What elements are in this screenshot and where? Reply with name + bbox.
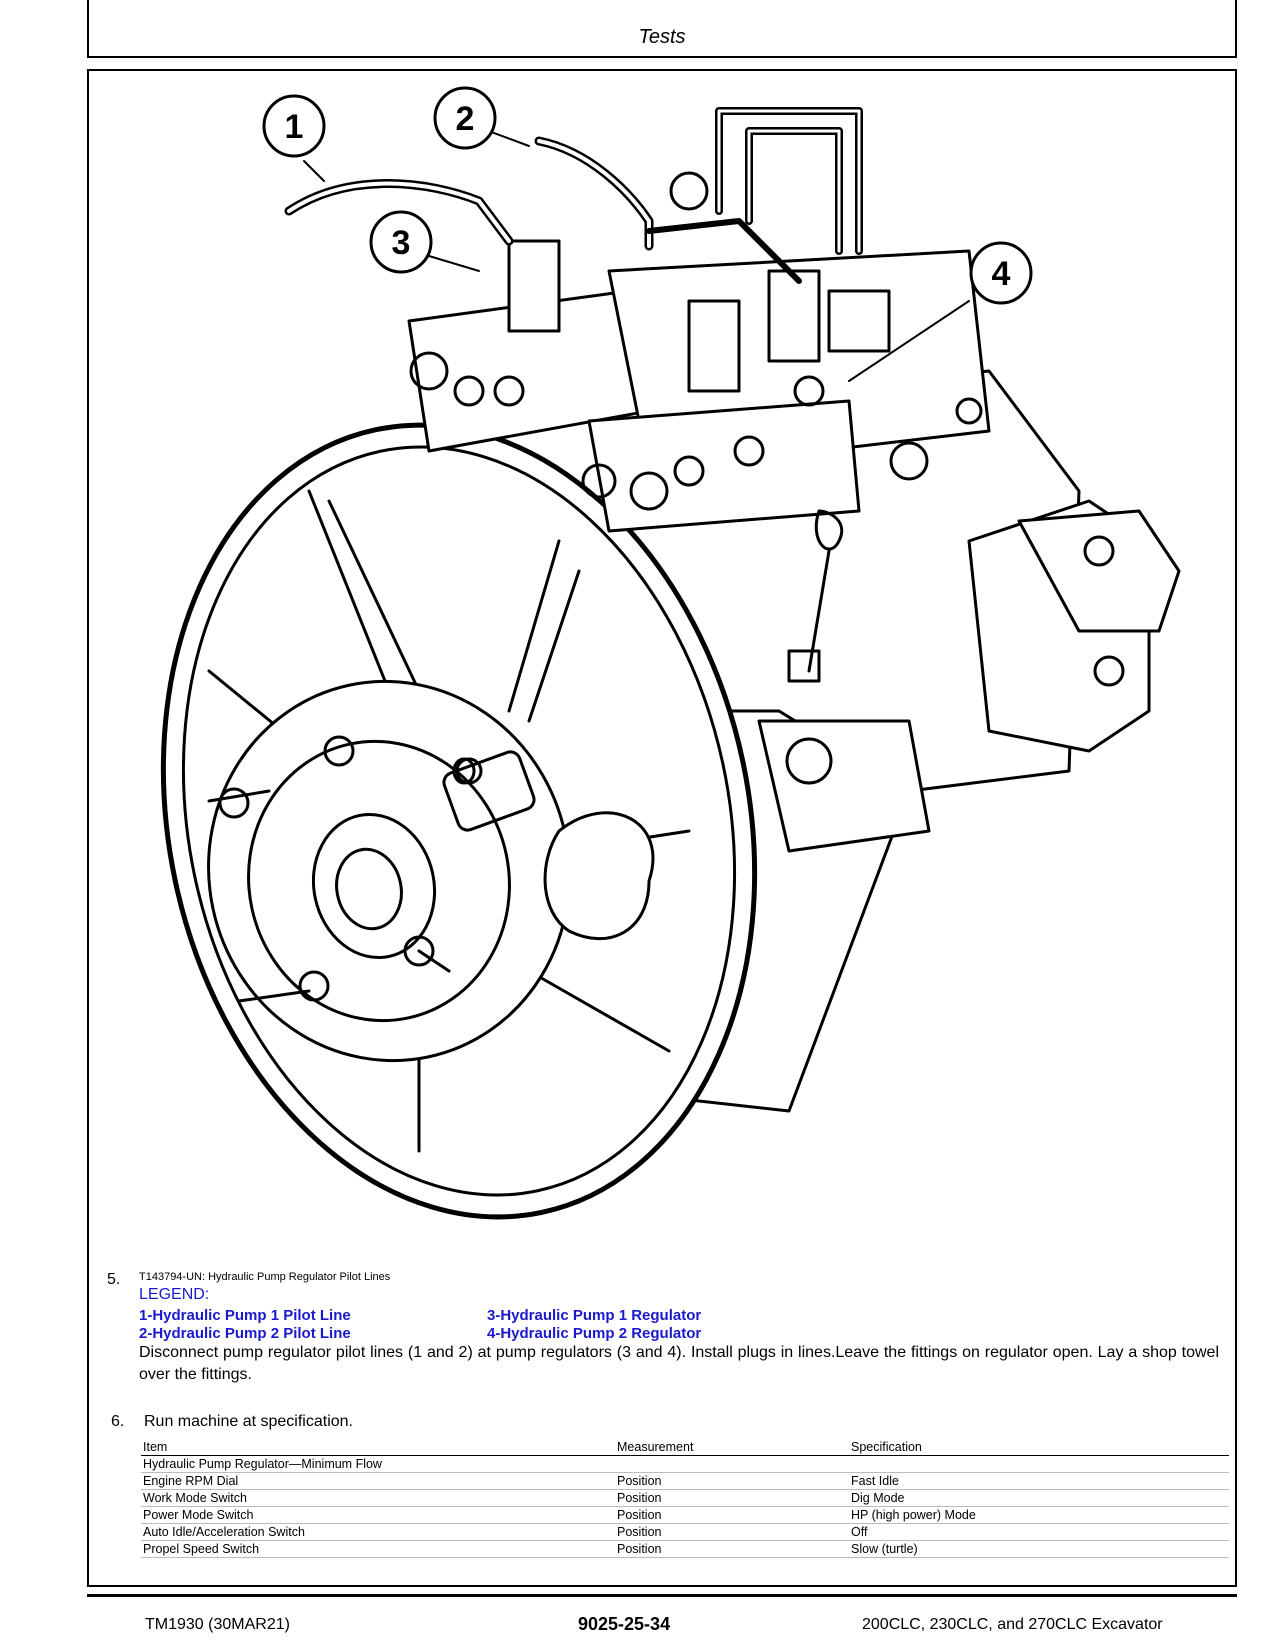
figure-caption: T143794-UN: Hydraulic Pump Regulator Pil… bbox=[139, 1271, 391, 1283]
hydraulic-pump-assembly-drawing-icon bbox=[160, 107, 1181, 1220]
table-row: Hydraulic Pump Regulator—Minimum Flow bbox=[141, 1455, 1229, 1473]
content-box: 1 2 3 4 5. T143794-UN: Hydraulic Pump Re… bbox=[87, 69, 1237, 1587]
callout-numbers: 1 2 3 4 bbox=[285, 100, 1011, 293]
cell-specification bbox=[849, 1455, 1229, 1473]
cell-specification: Off bbox=[849, 1523, 1229, 1541]
callout-3-label: 3 bbox=[392, 224, 411, 262]
legend-item-1: 1-Hydraulic Pump 1 Pilot Line bbox=[139, 1307, 351, 1324]
cell-measurement: Position bbox=[615, 1489, 849, 1507]
footer-page-number: 9025-25-34 bbox=[578, 1614, 671, 1634]
step-6-instruction: Run machine at specification. bbox=[144, 1413, 353, 1430]
section-title: Tests bbox=[638, 26, 686, 48]
hydraulic-pump-figure: 1 2 3 4 bbox=[160, 86, 1181, 1220]
cell-measurement: Position bbox=[615, 1540, 849, 1558]
cell-item: Engine RPM Dial bbox=[141, 1472, 615, 1490]
table-row: Work Mode Switch Position Dig Mode bbox=[141, 1489, 1229, 1507]
cell-item: Hydraulic Pump Regulator—Minimum Flow bbox=[141, 1455, 615, 1473]
callout-4-icon bbox=[969, 241, 1033, 305]
step-5-instruction: Disconnect pump regulator pilot lines (1… bbox=[139, 1344, 1219, 1383]
header-specification: Specification bbox=[849, 1439, 1229, 1456]
cell-measurement: Position bbox=[615, 1523, 849, 1541]
callout-1-icon bbox=[262, 94, 326, 158]
legend-item-3: 3-Hydraulic Pump 1 Regulator bbox=[487, 1307, 702, 1324]
table-row: Auto Idle/Acceleration Switch Position O… bbox=[141, 1523, 1229, 1541]
specification-table: Item Measurement Specification Hydraulic… bbox=[141, 1439, 1229, 1558]
cell-item: Propel Speed Switch bbox=[141, 1540, 615, 1558]
cell-item: Power Mode Switch bbox=[141, 1506, 615, 1524]
cell-item: Work Mode Switch bbox=[141, 1489, 615, 1507]
cell-measurement: Position bbox=[615, 1472, 849, 1490]
step-5-number: 5. bbox=[107, 1271, 121, 1288]
header-measurement: Measurement bbox=[615, 1439, 849, 1456]
step-6-number: 6. bbox=[111, 1413, 125, 1430]
table-row: Propel Speed Switch Position Slow (turtl… bbox=[141, 1540, 1229, 1558]
legend-item-4: 4-Hydraulic Pump 2 Regulator bbox=[487, 1325, 702, 1342]
callout-4-label: 4 bbox=[992, 255, 1011, 293]
table-row: Power Mode Switch Position HP (high powe… bbox=[141, 1506, 1229, 1524]
cell-measurement bbox=[615, 1455, 849, 1473]
table-row: Engine RPM Dial Position Fast Idle bbox=[141, 1472, 1229, 1490]
legend-title: LEGEND: bbox=[139, 1286, 210, 1303]
cell-item: Auto Idle/Acceleration Switch bbox=[141, 1523, 615, 1541]
cell-specification: HP (high power) Mode bbox=[849, 1506, 1229, 1524]
footer-doc-id: TM1930 (30MAR21) bbox=[145, 1616, 290, 1633]
footer-model: 200CLC, 230CLC, and 270CLC Excavator bbox=[862, 1616, 1163, 1633]
header-item: Item bbox=[141, 1439, 615, 1456]
footer-divider bbox=[87, 1594, 1237, 1597]
legend-item-2: 2-Hydraulic Pump 2 Pilot Line bbox=[139, 1325, 351, 1342]
callout-2-label: 2 bbox=[456, 100, 475, 138]
cell-specification: Dig Mode bbox=[849, 1489, 1229, 1507]
callout-3-icon bbox=[369, 210, 433, 274]
cell-specification: Fast Idle bbox=[849, 1472, 1229, 1490]
header-box: Tests bbox=[87, 0, 1237, 58]
callout-1-label: 1 bbox=[285, 108, 304, 146]
callout-2-icon bbox=[433, 86, 497, 150]
cell-specification: Slow (turtle) bbox=[849, 1540, 1229, 1558]
callout-markers bbox=[262, 86, 1033, 305]
cell-measurement: Position bbox=[615, 1506, 849, 1524]
table-header-row: Item Measurement Specification bbox=[141, 1439, 1229, 1456]
